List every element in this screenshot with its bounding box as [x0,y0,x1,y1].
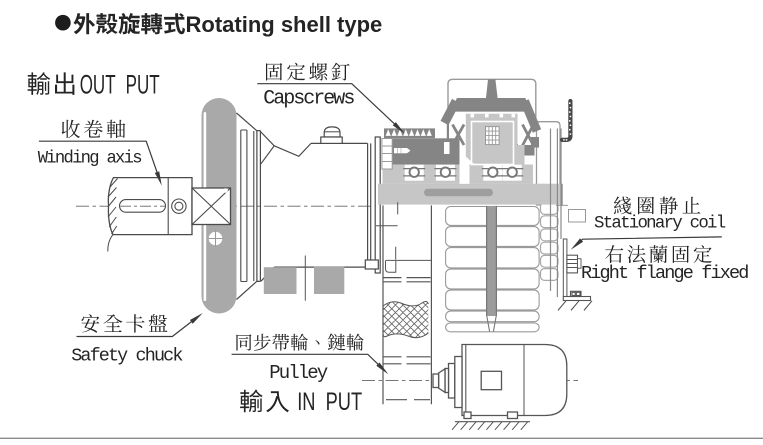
svg-text:Safety chuck: Safety chuck [71,346,183,367]
svg-text:Stationary coil: Stationary coil [594,215,726,234]
svg-text:OUT PUT: OUT PUT [80,69,160,99]
svg-text:Right flange fixed: Right flange fixed [581,263,748,284]
svg-text:IN PUT: IN PUT [297,387,362,416]
svg-text:Winding axis: Winding axis [38,149,142,168]
svg-text:Rotating shell type: Rotating shell type [186,12,383,37]
svg-text:Capscrews: Capscrews [263,87,354,110]
svg-text:Pulley: Pulley [269,362,328,384]
